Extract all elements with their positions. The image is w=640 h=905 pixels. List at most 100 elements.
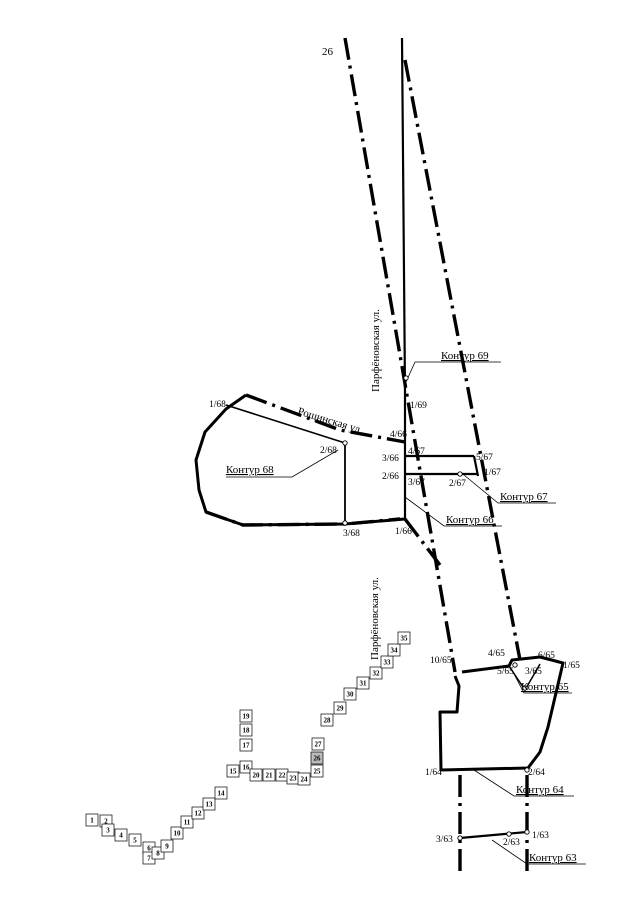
vertex-dot — [506, 831, 512, 837]
sheet-index-cell: 3 — [101, 823, 115, 837]
contour-65-64-boundary — [438, 655, 565, 772]
sheet-index-cell: 17 — [239, 738, 253, 752]
sheet-index-number: 5 — [133, 837, 137, 845]
contour-63-label: Контур 63 — [529, 852, 577, 864]
contour-68-leader — [226, 449, 339, 478]
sheet-index-square — [202, 797, 216, 811]
point-labels: 1/69 1/68 4/66 2/68 3/66 4/67 5/67 1/67 … — [209, 400, 580, 848]
sheet-index-square — [101, 823, 115, 837]
point-label: 1/66 — [395, 527, 412, 537]
vertex-dot — [342, 440, 348, 446]
contour-66-leader — [404, 496, 502, 527]
point-label: 1/63 — [532, 831, 549, 841]
point-label: 2/66 — [382, 472, 399, 482]
point-label: 6/65 — [538, 651, 555, 661]
point-label: 3/67 — [408, 478, 425, 488]
point-label: 4/65 — [488, 649, 505, 659]
sheet-index-cell: 20 — [249, 768, 263, 782]
sheet-index-cell: 16 — [239, 760, 253, 774]
contour-64-leader — [473, 769, 574, 797]
sheet-index-number: 17 — [243, 742, 251, 750]
point-label: 3/66 — [382, 454, 399, 464]
sheet-index-square — [226, 764, 240, 778]
sheet-index-square — [214, 786, 228, 800]
route-26-line — [343, 37, 457, 673]
sheet-index-number: 16 — [243, 764, 251, 772]
sheet-index-cell: 11 — [180, 815, 194, 829]
sheet-index-number: 22 — [279, 772, 287, 780]
point-label: 1/68 — [209, 400, 226, 410]
sheet-index-cell: 18 — [239, 723, 253, 737]
point-label: 2/68 — [320, 446, 337, 456]
sheet-index-number: 28 — [324, 717, 332, 725]
sheet-index-number: 7 — [147, 855, 151, 863]
sheet-index-number: 21 — [266, 772, 274, 780]
contour-65-label: Контур 65 — [521, 681, 569, 693]
vertex-dot — [457, 471, 463, 477]
sheet-index-cell: 26 — [310, 751, 324, 765]
sheet-index-square — [160, 839, 174, 853]
sheet-index-square — [239, 709, 253, 723]
vertex-dot — [457, 835, 463, 841]
street-label-roshchinskaya: Рощинская ул. — [296, 405, 364, 436]
vertex-dot — [522, 685, 528, 691]
sheet-index-square — [369, 666, 383, 680]
sheet-index-square — [180, 815, 194, 829]
sheet-index-square — [239, 723, 253, 737]
vertex-dot — [403, 375, 409, 381]
sheet-index-cell: 5 — [128, 833, 142, 847]
street-label-parfenovskaya-upper: Парфёновская ул. — [370, 309, 382, 392]
vertex-dot — [512, 662, 518, 668]
vertex-dot — [524, 767, 530, 773]
contour-67-east — [472, 455, 480, 477]
sheet-index-number: 35 — [401, 635, 409, 643]
sheet-index-cell: 30 — [343, 687, 357, 701]
contour-68-dashed-bottom — [205, 510, 401, 527]
sheet-index-square — [114, 828, 128, 842]
sheet-index-number: 10 — [174, 830, 182, 838]
sheet-index-number: 27 — [315, 741, 323, 749]
route-number-label: 26 — [322, 46, 334, 58]
sheet-index-square — [128, 833, 142, 847]
point-label: 4/66 — [390, 430, 407, 440]
sheet-index-square — [249, 768, 263, 782]
sheet-index-square — [310, 764, 324, 778]
sheet-index-square — [333, 701, 347, 715]
sheet-index-cell: 28 — [320, 713, 334, 727]
sheet-index-cell: 33 — [380, 655, 394, 669]
sheet-index-number: 32 — [373, 670, 381, 678]
sheet-index-number: 2 — [104, 818, 108, 826]
east-boundary-line — [403, 59, 522, 661]
sheet-index-number: 1 — [90, 817, 94, 825]
contour-68-label: Контур 68 — [226, 464, 274, 476]
sheet-index-number: 25 — [314, 768, 322, 776]
sheet-index-cell: 24 — [297, 772, 311, 786]
sheet-index-number: 18 — [243, 727, 251, 735]
sheet-index-cell: 34 — [387, 643, 401, 657]
point-label: 10/65 — [430, 656, 452, 666]
vertex-dots — [342, 375, 530, 841]
sheet-index-cell: 19 — [239, 709, 253, 723]
contour-67-leader — [463, 474, 556, 504]
contour-63-line — [459, 830, 528, 840]
sheet-index-number: 30 — [347, 691, 355, 699]
sheet-index-square — [311, 737, 325, 751]
sheet-index-cell: 14 — [214, 786, 228, 800]
sheet-index-square — [310, 751, 324, 765]
sheet-index-cell: 13 — [202, 797, 216, 811]
sheet-index-square — [356, 676, 370, 690]
contour-65-leader — [513, 673, 572, 694]
sheet-index-cell: 23 — [286, 771, 300, 785]
point-label: 1/69 — [410, 401, 427, 411]
contour-66-label: Контур 66 — [446, 514, 494, 526]
sheet-index-square — [380, 655, 394, 669]
vertex-dot — [524, 829, 530, 835]
point-label: 1/67 — [484, 468, 501, 478]
sheet-index-cell: 4 — [114, 828, 128, 842]
point-label: 1/65 — [563, 661, 580, 671]
sheet-index-cell: 15 — [226, 764, 240, 778]
point-label: 2/63 — [503, 838, 520, 848]
sheet-index-cell: 21 — [262, 768, 276, 782]
sheet-index-square — [239, 760, 253, 774]
